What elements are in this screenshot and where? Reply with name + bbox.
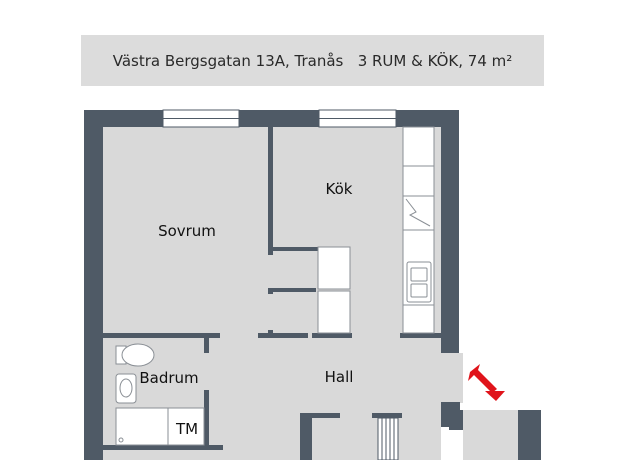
walls bbox=[84, 110, 541, 460]
wardrobes bbox=[317, 246, 351, 334]
wardrobe-upper bbox=[317, 246, 351, 290]
address-text: Västra Bergsgatan 13A, Tranås bbox=[112, 51, 344, 70]
washing-machine-area bbox=[167, 407, 205, 446]
sink-icon bbox=[406, 261, 432, 303]
room-label-laundry: TM bbox=[175, 420, 198, 438]
room-label-bathroom: Badrum bbox=[139, 369, 198, 387]
washbasin-icon bbox=[115, 373, 137, 404]
refrigerator-icon bbox=[405, 198, 431, 227]
room-label-bedroom: Sovrum bbox=[158, 222, 216, 240]
header-bar: Västra Bergsgatan 13A, Tranås 3 RUM & KÖ… bbox=[81, 35, 544, 86]
listing-title: Västra Bergsgatan 13A, Tranås 3 RUM & KÖ… bbox=[81, 35, 544, 86]
radiator-icon bbox=[377, 417, 399, 460]
shower-area bbox=[115, 407, 169, 446]
entrance-arrow-icon bbox=[468, 364, 505, 401]
toilet-icon bbox=[115, 343, 155, 367]
room-label-hall: Hall bbox=[325, 368, 354, 386]
room-label-kitchen: Kök bbox=[326, 180, 353, 198]
size-summary-text: 3 RUM & KÖK, 74 m² bbox=[357, 51, 513, 70]
wardrobe-lower bbox=[317, 290, 351, 334]
